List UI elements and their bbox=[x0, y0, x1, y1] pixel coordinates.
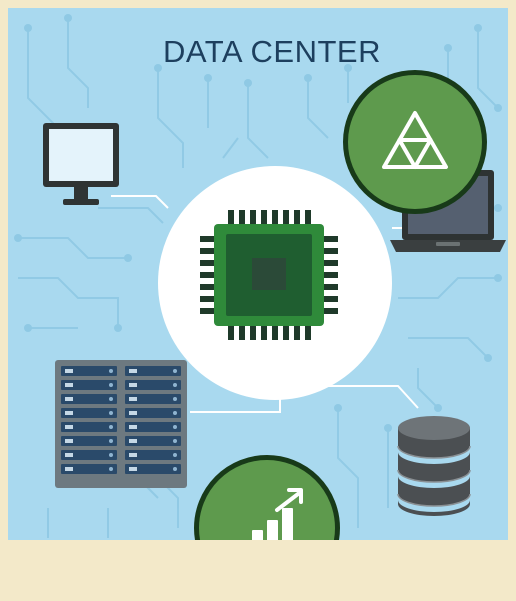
triangle-network-icon bbox=[382, 111, 448, 169]
bar-chart-growth-icon bbox=[252, 488, 303, 540]
database-icon bbox=[397, 416, 471, 516]
growth-chart-badge[interactable] bbox=[194, 455, 340, 540]
cpu-chip-icon bbox=[200, 210, 338, 340]
monitor-icon bbox=[43, 123, 119, 205]
server-rack-icon bbox=[55, 360, 187, 488]
page-title: DATA CENTER bbox=[163, 34, 381, 69]
data-center-panel: DATA CENTER bbox=[8, 8, 508, 540]
triangle-badge[interactable] bbox=[343, 70, 487, 214]
